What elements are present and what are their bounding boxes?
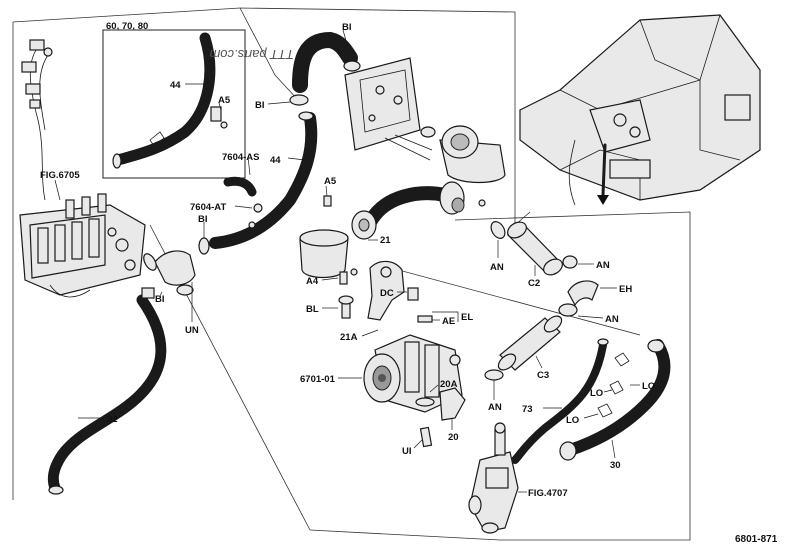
label-6701-01: 6701-01 (300, 374, 336, 385)
small-fittings: A4 BL DC 21A AE EL (306, 260, 473, 343)
union-fitting: UN BI BI (141, 214, 210, 336)
wiring-harness (21, 39, 53, 201)
label-44-main: 44 (270, 155, 281, 166)
label-a5-main: A5 (324, 176, 337, 187)
label-bi-top: BI (342, 22, 352, 33)
upper-hose: BI BI (255, 22, 361, 111)
label-el: EL (461, 312, 473, 323)
label-un: UN (185, 325, 199, 336)
label-a5-inset: A5 (218, 95, 231, 106)
label-21a: 21A (340, 332, 358, 343)
label-30: 30 (610, 460, 621, 471)
label-lo-right: LO (642, 381, 655, 392)
tube-21: 21 (299, 181, 486, 279)
steering-valve: FIG.4707 (468, 422, 568, 534)
hose-c2: AN C2 AN EH AN (490, 221, 632, 325)
hydraulic-pump: 6701-01 20A 20 UI (300, 334, 466, 457)
label-an-eh: AN (605, 314, 619, 325)
label-bi-left: BI (255, 100, 265, 111)
label-7604-as: 7604-AS (222, 152, 260, 163)
hose-32: 32 (47, 294, 167, 495)
label-an-c2-left: AN (490, 262, 504, 273)
label-32: 32 (107, 414, 118, 425)
label-bi-lower: BI (155, 294, 165, 305)
pipe-73: 73 (511, 338, 609, 464)
label-c2: C2 (528, 278, 540, 289)
valve-block: FIG.6705 (19, 170, 146, 298)
inset-box: 60, 70, 80 44 A5 (102, 21, 246, 179)
label-44-inset: 44 (170, 80, 181, 91)
inset-title: 60, 70, 80 (106, 21, 148, 32)
label-an-lower: AN (488, 402, 502, 413)
label-c3: C3 (537, 370, 549, 381)
hose-30: 30 LO LO LO (559, 339, 671, 471)
label-eh: EH (619, 284, 632, 295)
diagram-id: 6801-871 (735, 534, 778, 545)
label-fig-6705[interactable]: FIG.6705 (40, 170, 80, 181)
tractor-overview (519, 14, 761, 206)
label-lo-low: LO (566, 415, 579, 426)
label-lo-mid: LO (590, 388, 603, 399)
label-20a: 20A (440, 379, 458, 390)
watermark: TTT parts.com (209, 47, 294, 62)
label-21: 21 (380, 235, 391, 246)
label-an-c2-right: AN (596, 260, 610, 271)
label-bi-mid: BI (198, 214, 208, 225)
hose-c3: C3 AN (484, 315, 563, 413)
label-ae: AE (442, 316, 455, 327)
label-fig-4707[interactable]: FIG.4707 (528, 488, 568, 499)
label-20: 20 (448, 432, 459, 443)
label-bl: BL (306, 304, 319, 315)
filter-bracket (344, 57, 506, 184)
tube-44: 44 7604-AS 7604-AT A5 (190, 111, 337, 249)
label-7604-at: 7604-AT (190, 202, 226, 213)
label-ui: UI (402, 446, 412, 457)
label-73: 73 (522, 404, 533, 415)
label-dc: DC (380, 288, 394, 299)
label-a4: A4 (306, 276, 319, 287)
